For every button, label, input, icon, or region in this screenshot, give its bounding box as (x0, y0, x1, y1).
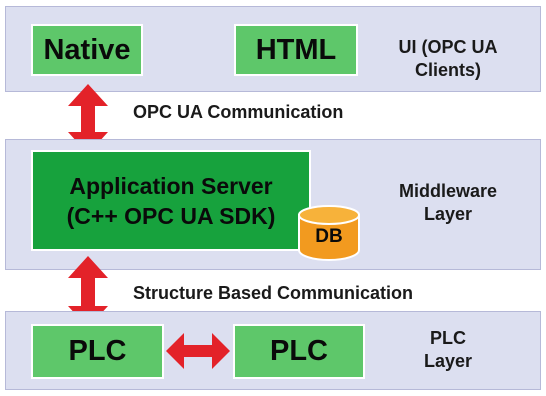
native-label: Native (43, 33, 131, 66)
bottom-double-arrow (68, 256, 108, 328)
db-label: DB (315, 226, 343, 247)
application-server-box: Application Server (C++ OPC UA SDK) (31, 150, 311, 251)
plc-right-box: PLC (233, 324, 365, 379)
middleware-layer-label-line1: Middleware (398, 181, 498, 201)
plc-layer-label: PLC Layer (378, 327, 518, 373)
opc-ua-communication-label: OPC UA Communication (133, 102, 344, 122)
native-box: Native (31, 24, 143, 76)
plc-right-label: PLC (270, 335, 328, 367)
structure-based-communication-label: Structure Based Communication (133, 283, 414, 303)
top-double-arrow (68, 84, 108, 154)
ui-layer-label-line1: UI (OPC UA (398, 37, 498, 57)
ui-layer-label-line2: Clients) (414, 60, 481, 80)
plc-horizontal-double-arrow (166, 333, 230, 369)
plc-layer-label-line2: Layer (423, 351, 473, 371)
database-cylinder-icon (298, 205, 360, 261)
html-box: HTML (234, 24, 358, 76)
application-server-line1: Application Server (69, 172, 273, 199)
plc-left-label: PLC (68, 335, 127, 367)
middleware-layer-label: Middleware Layer (378, 180, 518, 226)
middleware-layer-label-line2: Layer (423, 204, 473, 224)
plc-left-box: PLC (31, 324, 164, 379)
html-label: HTML (255, 33, 337, 66)
application-server-line2: (C++ OPC UA SDK) (66, 202, 276, 229)
plc-layer-label-line1: PLC (430, 328, 466, 348)
ui-layer-label: UI (OPC UA Clients) (378, 36, 518, 82)
